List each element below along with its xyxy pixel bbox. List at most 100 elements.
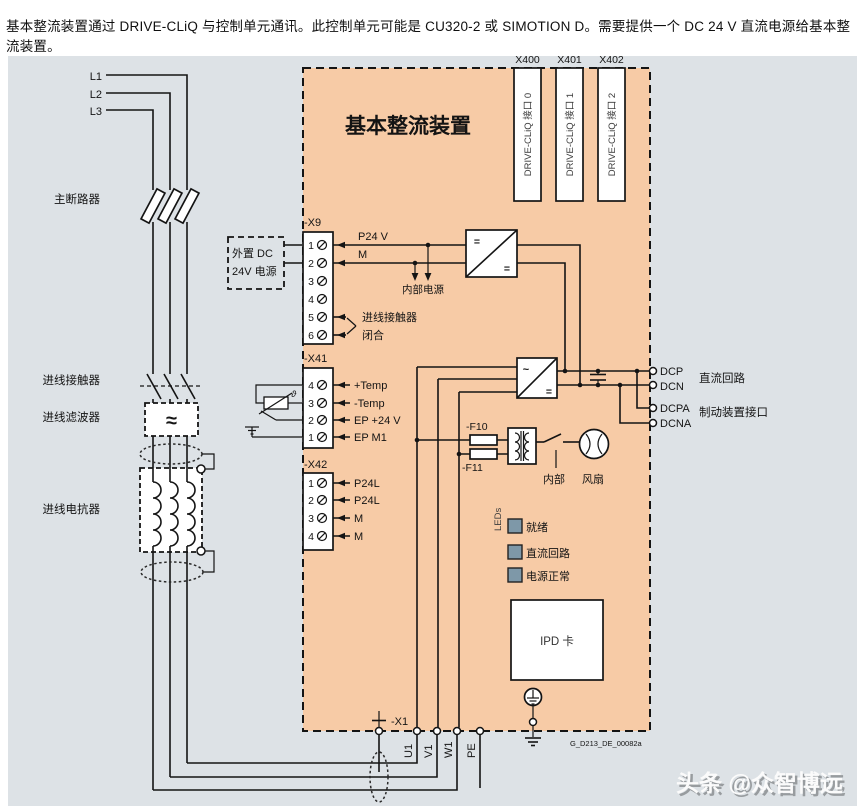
led-power-label: 电源正常	[526, 569, 570, 583]
x41-pin-3: 3	[308, 398, 314, 410]
dc-link-capacitor	[590, 368, 606, 388]
x9-pin-2: 2	[308, 258, 314, 270]
x42-label-m-1: M	[354, 513, 363, 525]
w1-label: W1	[443, 742, 455, 759]
x9-contactor-close-label1: 进线接触器	[362, 310, 417, 324]
line-contactor-label: 进线接触器	[43, 373, 101, 387]
port-x402-name: DRIVE-CLiQ 接口 2	[606, 93, 618, 176]
x1-shield-terminal[interactable]	[374, 726, 384, 736]
rectifier-ac-symbol: ~	[523, 364, 530, 376]
x41-screws	[316, 379, 328, 443]
dcna-label: DCNA	[660, 418, 692, 430]
led-dclink	[507, 544, 523, 560]
x9-pin-4: 4	[308, 294, 314, 306]
fan-transformer	[507, 427, 537, 465]
port-x400-box[interactable]	[513, 67, 542, 202]
fuse-f10-label: -F10	[466, 421, 488, 433]
port-x400-id: X400	[515, 54, 540, 66]
ep-enable-switch	[245, 410, 302, 438]
v1-label: V1	[423, 745, 435, 758]
x42-label-m-2: M	[354, 531, 363, 543]
reactor-shield-terminal-top	[196, 464, 206, 474]
fan-label: 风扇	[582, 472, 604, 486]
figure-id: G_D213_DE_00082a	[570, 739, 643, 748]
leds-caption: LEDs	[493, 508, 504, 531]
dcdc-out-symbol: =	[504, 263, 510, 275]
led-power	[507, 567, 523, 583]
fuse-f11-label: -F11	[462, 462, 483, 474]
dcn-terminal[interactable]	[648, 380, 658, 390]
protective-earth-icon	[523, 687, 543, 719]
led-dclink-label: 直流回路	[526, 546, 570, 560]
dcpa-label: DCPA	[660, 403, 690, 415]
ext-dc-label1: 外置 DC	[232, 247, 273, 260]
x9-pin-1: 1	[308, 240, 314, 252]
x41-id: -X41	[304, 353, 327, 365]
w1-terminal[interactable]	[452, 726, 462, 736]
internal-switch-label: 内部	[543, 472, 565, 486]
diagram-title: 基本整流装置	[345, 114, 471, 138]
x42-pin-3: 3	[308, 513, 314, 525]
filter-approx-symbol: ≈	[166, 410, 177, 432]
contactor-switches	[140, 373, 200, 400]
dcna-terminal[interactable]	[648, 418, 658, 428]
dcpa-terminal[interactable]	[648, 403, 658, 413]
line-filter-label: 进线滤波器	[43, 410, 101, 424]
dcn-label: DCN	[660, 381, 684, 393]
fan-circuit: -F10 -F11 内部 风扇	[414, 421, 610, 486]
x42-screws	[316, 477, 328, 542]
temp-sensor-symbol: ϑ	[255, 384, 302, 415]
u1-label: U1	[403, 744, 415, 758]
port-x400-name: DRIVE-CLiQ 接口 0	[522, 93, 534, 176]
rectifier-dc-symbol: =	[546, 386, 552, 398]
fuse-f11	[469, 448, 498, 460]
x41-pin-1: 1	[308, 432, 314, 444]
p24v-label: P24 V	[358, 231, 389, 243]
bottom-terminals: -X1 U1 V1 W1 PE G_D213_DE_00082a	[369, 711, 643, 803]
led-ready-label: 就绪	[526, 520, 548, 534]
brake-interface-caption: 制动装置接口	[699, 406, 768, 419]
dcp-label: DCP	[660, 366, 683, 378]
u1-terminal[interactable]	[412, 726, 422, 736]
terminal-block-x41: -X41 4 3 2 1 +Temp -Temp EP +24 V EP M1	[245, 353, 401, 449]
bottom-cable-shield	[369, 751, 389, 803]
watermark-text: 头条 @众智博远	[676, 770, 843, 796]
main-breaker-label: 主断路器	[54, 192, 100, 206]
x9-screws	[316, 239, 328, 341]
port-x401-box[interactable]	[555, 67, 584, 202]
mains-input-circuit: L1 L2 L3 主断路器 进线接触器	[43, 71, 458, 791]
reactor-coils	[152, 468, 196, 552]
internal-wiring: P24 V M 内部电源 = =	[333, 229, 650, 728]
x41-label-ptemp: +Temp	[354, 380, 387, 392]
port-x401-name: DRIVE-CLiQ 接口 1	[564, 93, 576, 176]
x42-label-p24l-2: P24L	[354, 495, 380, 507]
phase-l1-label: L1	[90, 71, 102, 83]
line-reactor-label: 进线电抗器	[43, 502, 101, 516]
led-ready	[507, 518, 523, 534]
ipd-card-box	[510, 599, 604, 681]
x42-label-p24l-1: P24L	[354, 478, 380, 490]
pe-label: PE	[466, 743, 478, 758]
led-panel: LEDs 就绪 直流回路 电源正常	[493, 508, 570, 583]
x41-label-ep24: EP +24 V	[354, 415, 401, 427]
dcp-terminal[interactable]	[648, 366, 658, 376]
phase-l3-label: L3	[90, 106, 102, 118]
m-label: M	[358, 249, 367, 261]
x9-id: -X9	[304, 217, 321, 229]
port-x402-id: X402	[599, 54, 624, 66]
watermark: 头条 @众智博远 头条 @众智博远	[676, 770, 845, 799]
x41-pin-4: 4	[308, 380, 314, 392]
intro-text: 基本整流装置通过 DRIVE-CLiQ 与控制单元通讯。此控制单元可能是 CU3…	[6, 18, 851, 55]
pe-terminal[interactable]	[475, 726, 485, 736]
theta-symbol: ϑ	[291, 389, 297, 400]
x41-pin-2: 2	[308, 415, 314, 427]
x9-pin-3: 3	[308, 276, 314, 288]
x42-pin-1: 1	[308, 478, 314, 490]
terminal-block-x9: -X9 1 2 3 4 5 6	[227, 217, 417, 345]
v1-terminal[interactable]	[432, 726, 442, 736]
drive-cliq-ports: X400 X401 X402 DRIVE-CLiQ 接口 0 DRIVE-CLi…	[513, 54, 626, 202]
dc-link-caption: 直流回路	[699, 371, 745, 385]
ext-dc-label2: 24V 电源	[232, 264, 277, 278]
port-x402-box[interactable]	[597, 67, 626, 202]
